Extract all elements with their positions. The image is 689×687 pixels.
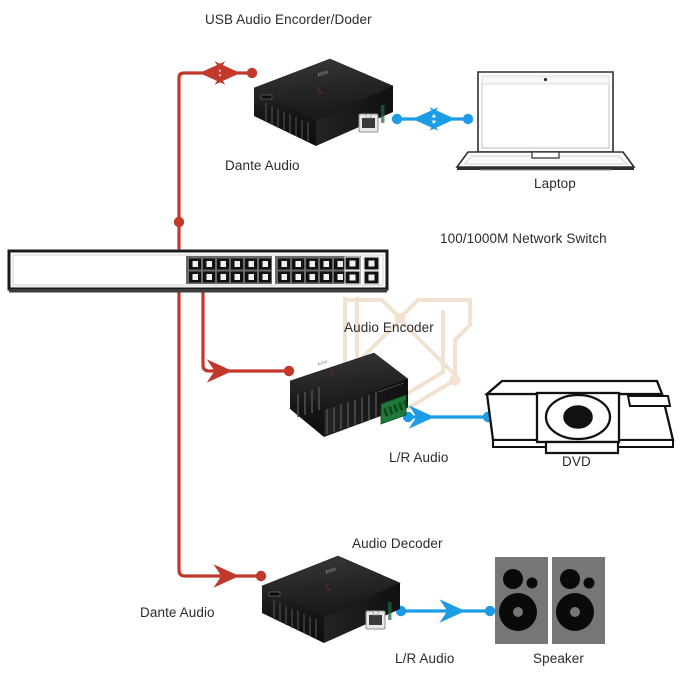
label-lr-audio-encoder: L/R Audio [389, 450, 449, 465]
label-network-switch: 100/1000M Network Switch [440, 231, 607, 246]
svg-text:☇: ☇ [315, 86, 324, 98]
svg-text:☇: ☇ [327, 369, 336, 381]
device-usb-audio-encoder-decoder[interactable]: ☇ AVer [253, 58, 394, 146]
device-network-switch[interactable] [7, 249, 389, 293]
link-usb-encoder-to-laptop [391, 107, 474, 131]
switch-port-block-a [186, 256, 272, 284]
label-laptop: Laptop [534, 176, 576, 191]
svg-text:☇: ☇ [323, 583, 332, 595]
label-audio-encoder: Audio Encoder [344, 320, 434, 335]
label-dante-audio-bottom: Dante Audio [140, 605, 215, 620]
link-dvd-to-audio-encoder [402, 405, 494, 429]
usb-port-icon [260, 94, 273, 100]
device-audio-encoder[interactable]: ☇ AVer [289, 352, 409, 437]
svg-text:AVer: AVer [317, 69, 330, 79]
label-dvd: DVD [562, 454, 591, 469]
svg-text:AVer: AVer [325, 566, 338, 576]
device-dvd-player[interactable] [483, 379, 675, 455]
label-audio-decoder: Audio Decoder [352, 536, 443, 551]
label-speaker: Speaker [533, 651, 584, 666]
rj45-port-icon [358, 113, 379, 133]
usb-port-icon [268, 591, 281, 597]
label-lr-audio-decoder: L/R Audio [395, 651, 455, 666]
terminal-block-connector [380, 394, 409, 425]
page-title: USB Audio Encorder/Doder [205, 12, 372, 27]
device-audio-decoder[interactable]: ☇ AVer [261, 555, 401, 643]
label-dante-audio-top: Dante Audio [225, 158, 300, 173]
link-switch-to-audio-decoder [173, 276, 267, 588]
link-switch-to-usb-encoder [173, 61, 258, 250]
svg-text:AVer: AVer [317, 359, 329, 368]
switch-sfp-ports [344, 256, 380, 285]
link-decoder-to-speaker [395, 599, 496, 623]
rj45-port-icon [365, 610, 386, 630]
device-speaker-pair[interactable] [495, 557, 605, 644]
device-laptop[interactable] [455, 71, 636, 171]
